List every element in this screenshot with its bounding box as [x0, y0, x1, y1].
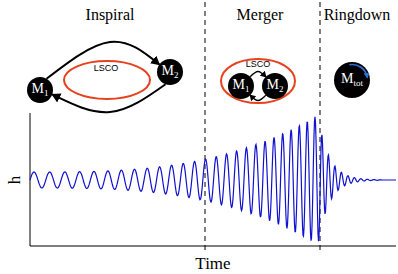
axis-label: h — [6, 176, 23, 185]
mass-circle: M1 — [228, 73, 254, 99]
x-axis — [30, 246, 396, 247]
axis-label: Time — [195, 255, 230, 272]
mass-circle: M1 — [27, 77, 53, 103]
orbit-arrow — [250, 72, 266, 77]
mass-symbol: M1 — [233, 78, 250, 94]
waveform — [30, 117, 396, 241]
orbit-arrow — [47, 42, 160, 79]
orbit-label: LSCO — [94, 64, 119, 73]
mass-symbol: M2 — [267, 78, 284, 94]
orbit-ellipse — [221, 59, 295, 103]
mass-circle: M2 — [262, 73, 288, 99]
mass-symbol: Mtot — [341, 72, 363, 88]
mass-circle: Mtot — [334, 62, 370, 98]
section-heading: Merger — [237, 7, 284, 23]
mass-symbol: M1 — [32, 82, 49, 98]
orbit-ellipse — [64, 61, 150, 99]
orbit-arrow — [52, 84, 165, 112]
section-heading: Inspiral — [86, 7, 135, 23]
section-divider — [205, 2, 206, 250]
section-heading: Ringdown — [324, 7, 391, 23]
orbit-label: LSCO — [246, 60, 271, 69]
mass-symbol: M2 — [162, 64, 179, 80]
mass-circle: M2 — [157, 59, 183, 85]
orbit-arrow — [250, 95, 266, 100]
